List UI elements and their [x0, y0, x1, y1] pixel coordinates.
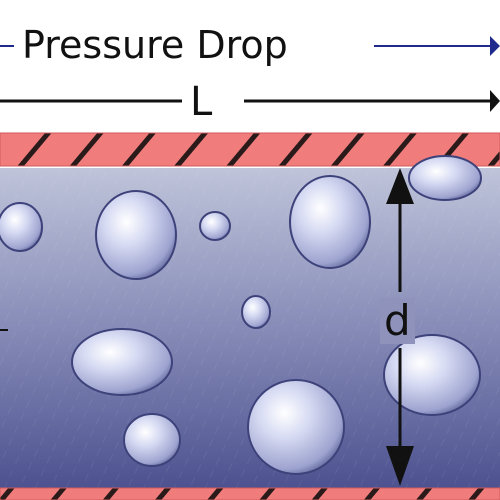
diameter-arrowhead-top [386, 168, 414, 204]
diameter-label: d [380, 298, 415, 344]
length-arrowhead [490, 90, 500, 112]
bubble [123, 413, 181, 467]
pressure-drop-arrowhead [490, 36, 500, 56]
bubble [408, 155, 482, 201]
pressure-drop-label: Pressure Drop [22, 23, 288, 67]
bubble [199, 211, 231, 241]
pipe-wall-top [0, 132, 500, 167]
bubble [95, 190, 177, 280]
bubble [289, 175, 371, 269]
bubble [71, 328, 173, 396]
gas-bubbles [0, 155, 482, 475]
bubble [241, 295, 271, 329]
pressure-drop-dimension [0, 36, 500, 56]
bubble [383, 334, 481, 416]
bubble [247, 379, 345, 475]
length-label: L [190, 79, 213, 125]
pipe-wall-bottom [0, 487, 500, 500]
diameter-arrowhead-bottom [386, 446, 414, 486]
bubble [0, 202, 43, 252]
length-dimension [0, 90, 500, 112]
diameter-dimension [386, 168, 414, 486]
